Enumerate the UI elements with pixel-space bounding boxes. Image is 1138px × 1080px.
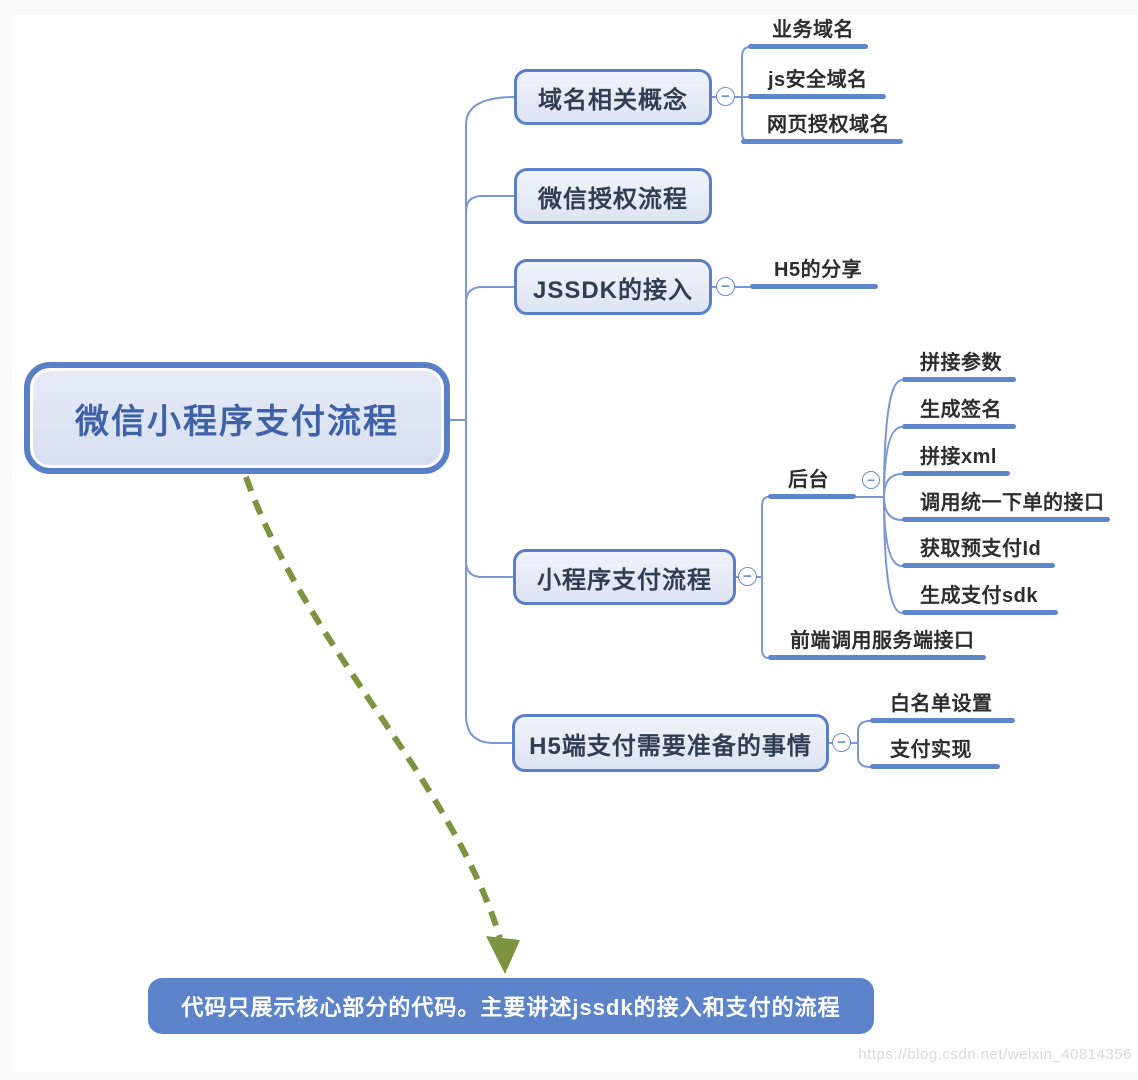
leaf-underline: [902, 517, 1110, 522]
leaf-underline: [741, 139, 903, 144]
leaf-webpage-auth-domain[interactable]: 网页授权域名: [741, 112, 903, 144]
leaf-underline: [748, 94, 886, 99]
note-label: 代码只展示核心部分的代码。主要讲述jssdk的接入和支付的流程: [181, 995, 841, 1020]
leaf-whitelist-setting[interactable]: 白名单设置: [870, 691, 1015, 723]
leaf-underline: [902, 610, 1058, 615]
leaf-unified-order-api[interactable]: 调用统一下单的接口: [902, 490, 1110, 522]
topic-jssdk-access[interactable]: JSSDK的接入: [514, 259, 712, 315]
leaf-label: 白名单设置: [890, 693, 993, 715]
leaf-label: 获取预支付Id: [920, 538, 1042, 560]
leaf-concat-params[interactable]: 拼接参数: [902, 350, 1016, 382]
leaf-payment-impl[interactable]: 支付实现: [870, 737, 1000, 769]
leaf-backend[interactable]: 后台: [768, 467, 856, 499]
collapse-icon-minipay[interactable]: −: [738, 567, 757, 586]
leaf-concat-xml[interactable]: 拼接xml: [902, 444, 1010, 476]
topic-domain-concepts[interactable]: 域名相关概念: [514, 69, 712, 125]
collapse-icon-jssdk[interactable]: −: [716, 277, 735, 296]
leaf-underline: [902, 424, 1016, 429]
minus-glyph: −: [721, 88, 730, 105]
leaf-get-prepay-id[interactable]: 获取预支付Id: [902, 536, 1055, 568]
leaf-label: 业务域名: [772, 19, 854, 41]
topic-minipay-flow[interactable]: 小程序支付流程: [513, 549, 736, 605]
topic-label: 微信授权流程: [538, 185, 688, 213]
leaf-label: 调用统一下单的接口: [920, 492, 1105, 514]
leaf-label: 支付实现: [890, 739, 972, 761]
collapse-icon-domain[interactable]: −: [716, 87, 735, 106]
leaf-label: 后台: [788, 469, 829, 491]
leaf-label: 生成签名: [920, 399, 1002, 421]
leaf-frontend-call-server[interactable]: 前端调用服务端接口: [768, 628, 986, 660]
root-node[interactable]: 微信小程序支付流程: [24, 362, 450, 474]
leaf-underline: [902, 563, 1055, 568]
leaf-underline: [870, 764, 1000, 769]
topic-label: JSSDK的接入: [532, 276, 694, 304]
topic-label: H5端支付需要准备的事情: [529, 732, 812, 760]
leaf-underline: [748, 44, 868, 49]
watermark-text: https://blog.csdn.net/weixin_40814356: [858, 1046, 1132, 1063]
topic-wechat-auth-flow[interactable]: 微信授权流程: [514, 168, 712, 224]
minus-glyph: −: [743, 568, 752, 585]
leaf-label: 网页授权域名: [767, 114, 890, 136]
leaf-label: 拼接xml: [920, 446, 997, 468]
leaf-label: 生成支付sdk: [920, 585, 1038, 607]
topic-h5pay-prep[interactable]: H5端支付需要准备的事情: [512, 714, 829, 772]
leaf-underline: [902, 471, 1010, 476]
leaf-gen-signature[interactable]: 生成签名: [902, 397, 1016, 429]
leaf-underline: [768, 494, 856, 499]
leaf-underline: [870, 718, 1015, 723]
leaf-business-domain[interactable]: 业务域名: [748, 17, 868, 49]
root-label: 微信小程序支付流程: [75, 402, 399, 441]
leaf-js-safe-domain[interactable]: js安全域名: [748, 67, 886, 99]
note-node[interactable]: 代码只展示核心部分的代码。主要讲述jssdk的接入和支付的流程: [148, 978, 874, 1034]
leaf-gen-pay-sdk[interactable]: 生成支付sdk: [902, 583, 1058, 615]
collapse-icon-backend[interactable]: −: [862, 471, 880, 489]
minus-glyph: −: [721, 278, 730, 295]
leaf-label: 拼接参数: [920, 352, 1002, 374]
leaf-h5-share[interactable]: H5的分享: [750, 257, 878, 289]
leaf-underline: [902, 377, 1016, 382]
topic-label: 小程序支付流程: [537, 566, 712, 594]
leaf-underline: [750, 284, 878, 289]
leaf-label: 前端调用服务端接口: [790, 630, 975, 652]
minus-glyph: −: [866, 472, 876, 488]
leaf-underline: [768, 655, 986, 660]
collapse-icon-h5pay[interactable]: −: [832, 733, 851, 752]
leaf-label: js安全域名: [768, 69, 868, 91]
topic-label: 域名相关概念: [538, 86, 688, 114]
leaf-label: H5的分享: [774, 259, 863, 281]
minus-glyph: −: [837, 734, 846, 751]
